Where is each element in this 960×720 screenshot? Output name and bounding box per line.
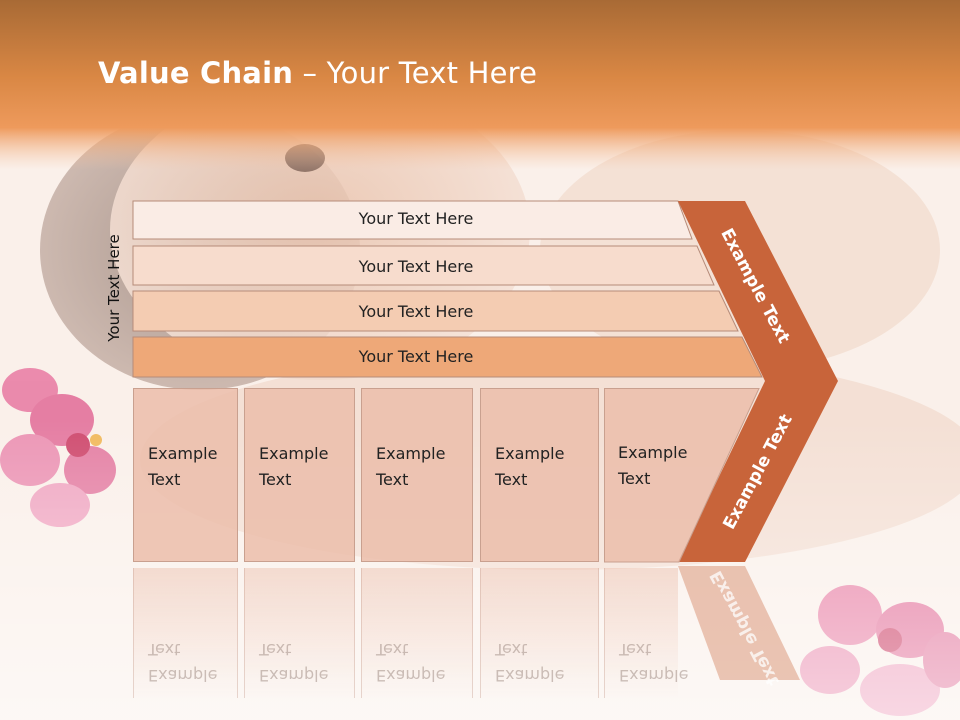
box-1-label: Example Text bbox=[148, 444, 218, 489]
slide-title-bold: Value Chain bbox=[98, 56, 294, 90]
bar-1-label: Your Text Here bbox=[358, 209, 474, 228]
slide-title-rest: – Your Text Here bbox=[293, 56, 538, 90]
box-2: Example Text bbox=[244, 388, 355, 562]
box-2-reflection-label: Example Text bbox=[259, 640, 329, 685]
box-5-reflection-label: Example Text bbox=[619, 640, 689, 685]
side-label: Your Text Here bbox=[105, 234, 123, 342]
bar-3-label: Your Text Here bbox=[358, 302, 474, 321]
box-3: Example Text bbox=[361, 388, 473, 562]
box-3-reflection-label: Example Text bbox=[376, 640, 446, 685]
box-4: Example Text bbox=[480, 388, 599, 562]
box-4-reflection: Example Text bbox=[480, 568, 599, 698]
box-4-label: Example Text bbox=[495, 444, 565, 489]
box-3-reflection: Example Text bbox=[361, 568, 473, 698]
box-5-reflection: Example Text bbox=[604, 568, 688, 698]
header-band bbox=[0, 0, 960, 170]
box-3-label: Example Text bbox=[376, 444, 446, 489]
box-5-shape bbox=[604, 388, 760, 563]
box-4-reflection-label: Example Text bbox=[495, 640, 565, 685]
bar-4-label: Your Text Here bbox=[358, 347, 474, 366]
box-1-reflection-label: Example Text bbox=[148, 640, 218, 685]
box-1-reflection: Example Text bbox=[133, 568, 238, 698]
bar-2-label: Your Text Here bbox=[358, 257, 474, 276]
box-2-label: Example Text bbox=[259, 444, 329, 489]
slide-title: Value Chain – Your Text Here bbox=[98, 56, 537, 90]
box-2-reflection: Example Text bbox=[244, 568, 355, 698]
box-1: Example Text bbox=[133, 388, 238, 562]
box-5-label: Example Text bbox=[618, 443, 688, 488]
